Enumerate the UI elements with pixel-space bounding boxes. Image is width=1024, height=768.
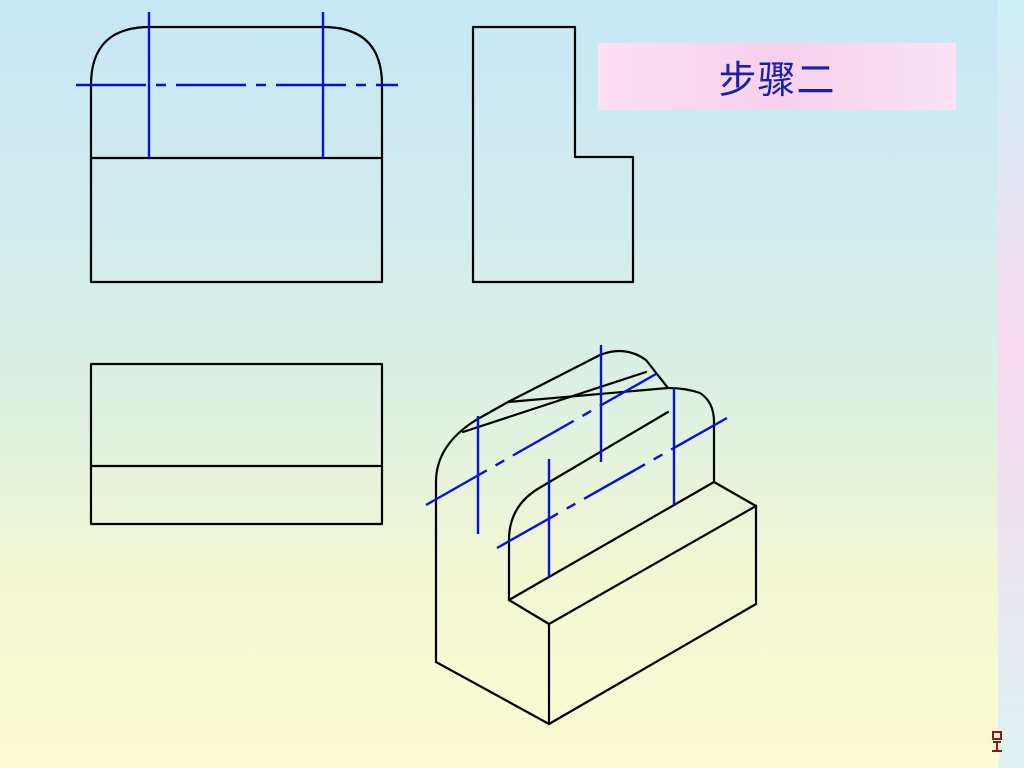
right-edge-strip [998, 0, 1024, 768]
iso-step-front-edge [507, 598, 551, 626]
title-box: 步骤二 [598, 43, 956, 110]
iso-step-back-edge [507, 480, 716, 602]
side-view-outline [471, 25, 635, 284]
top-view-outline [89, 362, 384, 526]
iso-inner-top-edge [461, 370, 648, 434]
iso-front-face [434, 400, 510, 664]
top-view [89, 362, 384, 526]
iso-lower-axis-centerline [496, 416, 728, 550]
iso-front-bottom-edge [434, 660, 551, 726]
iso-right-rounded-top [666, 386, 716, 484]
iso-inner-arc [507, 410, 670, 602]
corner-glyph-icon [992, 731, 1002, 752]
iso-step-right-edge [712, 480, 758, 508]
front-view [76, 12, 398, 284]
side-view [471, 25, 635, 284]
iso-upper-axis-centerline [425, 372, 657, 507]
iso-block-bottom-right-edge [547, 602, 758, 726]
step-title: 步骤二 [718, 58, 836, 102]
iso-ridge-line [506, 386, 670, 404]
drawing-canvas [76, 12, 758, 726]
front-view-outline [89, 25, 384, 284]
slide-background: 步骤二 [0, 0, 998, 768]
iso-step-top-front-edge [547, 504, 758, 626]
isometric-view [425, 345, 758, 726]
